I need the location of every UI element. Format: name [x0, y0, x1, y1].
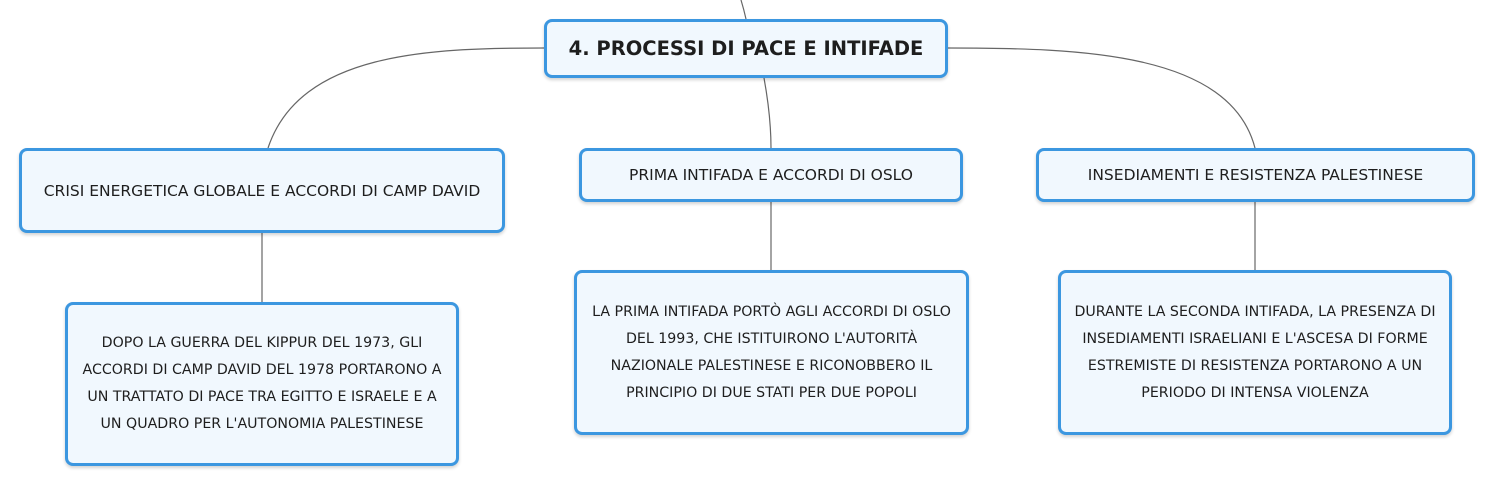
connector-root-to-branch-2	[763, 77, 772, 149]
connector-parent-to-root	[740, 0, 747, 20]
detail-node-text: LA PRIMA INTIFADA PORTÒ AGLI ACCORDI DI …	[592, 303, 951, 401]
branch-node-label: CRISI ENERGETICA GLOBALE E ACCORDI DI CA…	[43, 181, 481, 200]
detail-node-text: DURANTE LA SECONDA INTIFADA, LA PRESENZA…	[1074, 303, 1436, 401]
connector-root-to-branch-1	[267, 47, 545, 149]
detail-node-text: DOPO LA GUERRA DEL KIPPUR DEL 1973, GLI …	[82, 335, 442, 432]
branch-node-label: PRIMA INTIFADA E ACCORDI DI OSLO	[629, 166, 913, 184]
branch-node-camp-david[interactable]: CRISI ENERGETICA GLOBALE E ACCORDI DI CA…	[19, 148, 505, 233]
detail-node-camp-david[interactable]: DOPO LA GUERRA DEL KIPPUR DEL 1973, GLI …	[65, 302, 459, 466]
branch-node-label: INSEDIAMENTI E RESISTENZA PALESTINESE	[1087, 166, 1424, 184]
root-node-label: 4. PROCESSI DI PACE E INTIFADE	[568, 37, 924, 60]
branch-node-insediamenti[interactable]: INSEDIAMENTI E RESISTENZA PALESTINESE	[1036, 148, 1475, 202]
connector-root-to-branch-3	[947, 47, 1256, 149]
detail-node-oslo[interactable]: LA PRIMA INTIFADA PORTÒ AGLI ACCORDI DI …	[574, 270, 969, 435]
detail-node-insediamenti[interactable]: DURANTE LA SECONDA INTIFADA, LA PRESENZA…	[1058, 270, 1452, 435]
branch-node-oslo[interactable]: PRIMA INTIFADA E ACCORDI DI OSLO	[579, 148, 963, 202]
root-node[interactable]: 4. PROCESSI DI PACE E INTIFADE	[544, 19, 948, 78]
